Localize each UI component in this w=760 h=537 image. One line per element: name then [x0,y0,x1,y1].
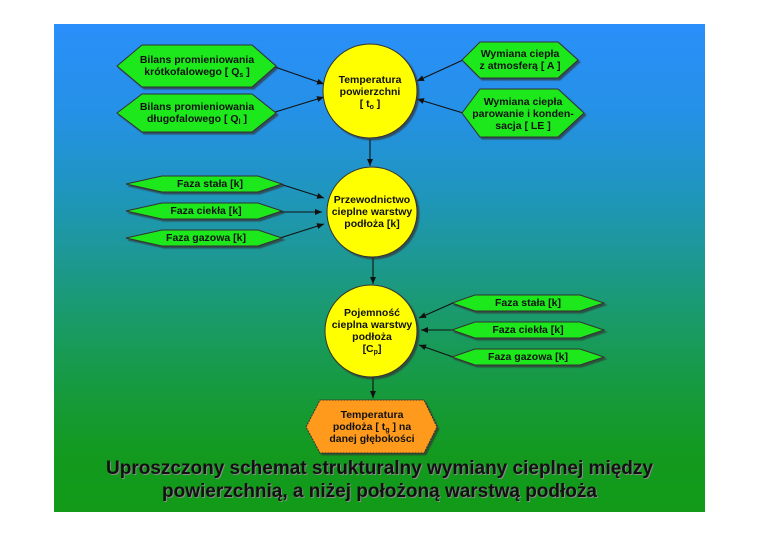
node-atmosphere-exchange: Wymiana ciepła z atmosferą [ A ] [470,46,570,74]
node-longwave-radiation: Bilans promieniowania długofalowego [ Ql… [130,99,264,127]
node-atmosphere-shape [461,41,579,79]
node-label-line: cieplne warstwy [331,206,413,218]
node-longwave-shape [116,93,277,133]
text-part: [ t [359,98,370,110]
subscript: s [239,72,244,79]
arrow-shortwave-to-surface [271,65,325,85]
node-label-line: Przewodnictwo [333,194,411,206]
node-cap-solid-shape [450,294,606,312]
node-cond-solid-shape [125,175,284,193]
node-conductivity: Przewodnictwo cieplne warstwy podłoża [k… [326,192,418,232]
node-surface-temperature-shape [322,43,418,139]
arrow-capsolid-to-capacity [418,302,454,319]
node-label-line: podłoża [352,331,392,343]
text-part: ] [373,98,381,110]
node-cond-liquid-shape [125,202,284,220]
text-part: ] [243,66,250,78]
text-part: ] [240,113,247,125]
text-part: długofalowego [ Q [147,113,239,125]
subscript: p [373,349,378,356]
node-label-line: z atmosferą [ A ] [479,60,561,72]
node-cap-gas-shape [450,348,606,366]
diagram-title-line-1: Uproszczony schemat strukturalny wymiany… [106,458,653,479]
node-cond-gas-shape [125,229,284,247]
node-cond-gas: Faza gazowa [k] [166,232,246,244]
arrow-atmosphere-to-surface [416,59,464,82]
node-label-line: danej głębokości [329,433,415,445]
node-capacity-shape [324,284,418,378]
text-part: ] na [389,421,412,433]
text-part: [C [362,343,374,355]
node-shortwave-radiation: Bilans promieniowania krótkofalowego [ Q… [130,52,264,80]
subscript: g [385,427,390,434]
node-label-line: Bilans promieniowania [139,101,255,113]
node-conductivity-shape [326,166,418,258]
node-capacity: Pojemność cieplna warstwy podłoża [Cp] [326,304,418,358]
node-label-line: Temperatura [338,74,402,86]
node-label-line: podłoża [ tg ] na [332,421,412,434]
arrow-evaporation-to-surface [416,98,464,114]
node-ground-temperature: Temperatura podłoża [ tg ] na danej głęb… [316,406,428,448]
node-label-line: Temperatura [340,409,404,421]
arrow-capgas-to-capacity [418,344,454,358]
node-shortwave-shape [116,44,277,88]
arrow-solid-to-conductivity [279,183,325,199]
subscript: l [238,119,241,126]
node-cond-solid: Faza stała [k] [177,178,243,190]
node-label-line: sacja [ LE ] [495,120,551,132]
text-part: krótkofalowego [ Q [144,66,240,78]
node-cap-liquid: Faza ciekła [k] [492,324,564,336]
node-surface-temperature: Temperatura powierzchni [ to ] [323,66,417,118]
text-part: ] [377,343,382,355]
diagram-title-line-2: powierzchnią, a niżej położoną warstwą p… [162,481,597,502]
node-label-line: [Cp] [362,343,382,356]
node-label-line: Bilans promieniowania [139,54,255,66]
text-part: podłoża [ t [332,421,386,433]
node-cond-liquid: Faza ciekła [k] [170,205,242,217]
node-evaporation-shape [461,88,585,138]
node-label-line: krótkofalowego [ Qs ] [144,66,250,79]
subscript: o [369,104,374,111]
arrow-longwave-to-surface [271,96,325,114]
node-label-line: Wymiana ciepła [483,96,563,108]
node-label-line: długofalowego [ Ql ] [147,113,247,126]
node-label-line: Wymiana ciepła [480,48,560,60]
node-label-line: [ to ] [359,98,381,111]
node-label-line: powierzchni [339,86,401,98]
node-label-line: parowanie i konden- [472,108,574,120]
arrow-gas-to-conductivity [279,223,325,239]
node-evaporation-exchange: Wymiana ciepła parowanie i konden- sacja… [466,94,580,134]
node-cap-liquid-shape [450,321,606,339]
node-label-line: cieplna warstwy [331,319,413,331]
node-cap-solid: Faza stała [k] [495,297,561,309]
node-ground-temperature-shape [305,399,438,454]
node-label-line: Pojemność [343,307,401,319]
node-label-line: podłoża [k] [344,218,400,230]
node-cap-gas: Faza gazowa [k] [488,351,568,363]
